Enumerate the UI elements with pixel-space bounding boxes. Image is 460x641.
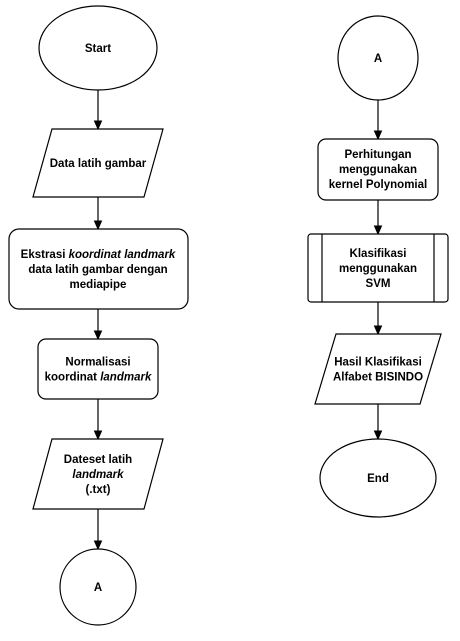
connector-perhitungan-to-klasifikasi [373, 200, 383, 236]
connector-data-latih-to-ekstrasi [93, 197, 103, 231]
ekstrasi-label-line-2-run-1: data latih gambar dengan [28, 264, 167, 276]
dataset-label-line-3-run-1: (.txt) [86, 484, 111, 496]
ekstrasi-label-line-3-run-1: mediapipe [70, 279, 127, 291]
klasifikasi-label-line-2-run-1: menggunakan [339, 263, 417, 275]
end-label-line-1-run-1: End [367, 473, 389, 485]
dataset-label-line-2-run-1: landmark [72, 469, 124, 481]
node-data-latih-gambar: Data latih gambar [32, 128, 164, 198]
hasil-label-line-1-run-1: Hasil Klasifikasi [334, 357, 422, 369]
node-ekstrasi-koordinat-label: Ekstrasi koordinat landmark data latih ga… [21, 249, 176, 291]
perhitungan-label-line-1-run-1: Perhitungan [344, 149, 411, 161]
conn-a-left-label-line-1-run-1: A [94, 582, 102, 594]
node-ekstrasi-koordinat: Ekstrasi koordinat landmark data latih ga… [8, 228, 189, 310]
connector-hasil-to-end [373, 404, 383, 441]
node-normalisasi: Normalisasi koordinat landmark [37, 338, 159, 400]
node-dataset-latih-label: Dateset latih landmark (.txt) [64, 454, 132, 496]
node-perhitungan-kernel: Perhitungan menggunakan kernel Polynomial [317, 138, 439, 201]
conn-a-right-label-line-1-run-1: A [374, 53, 382, 65]
klasifikasi-label-line-1-run-1: Klasifikasi [350, 248, 407, 260]
start-label-line-1-run-1: Start [85, 43, 111, 55]
klasifikasi-label-line-3-run-1: SVM [366, 278, 391, 290]
perhitungan-label-line-2-run-1: menggunakan [339, 164, 417, 176]
data-latih-label-line-1-run-1: Data latih gambar [50, 158, 147, 170]
node-start: Start [38, 5, 158, 91]
connector-ekstrasi-to-normalisasi [93, 309, 103, 341]
node-end-label: End [367, 473, 389, 485]
node-data-latih-gambar-label: Data latih gambar [50, 158, 147, 170]
normalisasi-label-line-2-run-2: landmark [100, 372, 152, 384]
node-connector-a-right-label: A [374, 53, 382, 65]
node-end: End [319, 438, 437, 518]
connector-a-to-perhitungan [373, 100, 383, 141]
node-start-label: Start [85, 43, 111, 55]
ekstrasi-label-line-1-run-2: koordinat landmark [69, 249, 176, 261]
node-connector-a-right: A [337, 15, 419, 101]
perhitungan-label-line-3-run-1: kernel Polynomial [329, 179, 427, 191]
ekstrasi-label-line-1-run-1: Ekstrasi [21, 249, 69, 261]
normalisasi-label-line-2-run-1: koordinat [45, 372, 101, 384]
hasil-label-line-2-run-1: Alfabet BISINDO [333, 372, 423, 384]
connector-dataset-to-a [93, 509, 103, 551]
connector-start-to-data-latih [93, 90, 103, 131]
dataset-label-line-1-run-1: Dateset latih [64, 454, 132, 466]
connector-klasifikasi-to-hasil [373, 302, 383, 336]
connector-normalisasi-to-dataset [93, 399, 103, 441]
node-connector-a-left-label: A [94, 582, 102, 594]
node-connector-a-left: A [59, 548, 137, 626]
node-dataset-latih: Dateset latih landmark (.txt) [32, 438, 164, 510]
node-normalisasi-label: Normalisasi koordinat landmark [45, 357, 152, 384]
normalisasi-label-line-1-run-1: Normalisasi [65, 357, 130, 369]
node-perhitungan-kernel-label: Perhitungan menggunakan kernel Polynomial [329, 149, 427, 191]
